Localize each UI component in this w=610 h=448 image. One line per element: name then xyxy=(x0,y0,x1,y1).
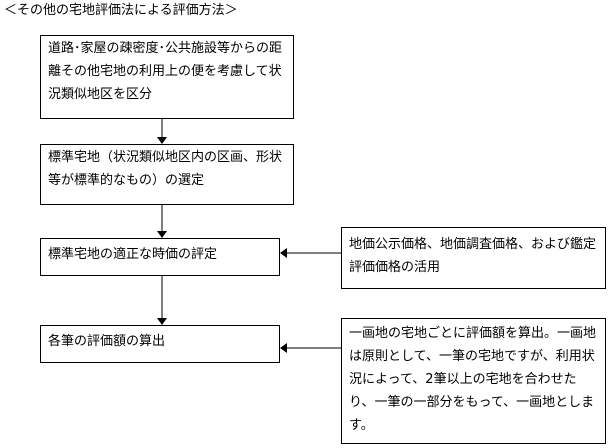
arrowhead-step4 xyxy=(157,318,167,325)
arrowhead-step3 xyxy=(157,231,167,238)
step-4-text: 各筆の評価額の算出 xyxy=(48,334,166,349)
note-2-text: 一画地の宅地ごとに評価額を算出。一画地は原則として、一筆の宅地ですが、利用状況に… xyxy=(349,326,597,433)
arrowhead-note1 xyxy=(280,248,287,258)
step-box-3-fair-price-assessment: 標準宅地の適正な時価の評定 xyxy=(40,238,280,276)
arrowhead-step2 xyxy=(157,137,167,144)
step-2-text: 標準宅地（状況類似地区内の区画、形状等が標準的なもの）の選定 xyxy=(48,150,283,188)
note-1-text: 地価公示価格、地価調査価格、および鑑定評価価格の活用 xyxy=(349,237,597,275)
diagram-title: ＜その他の宅地評価法による評価方法＞ xyxy=(4,3,238,18)
step-box-1-district-division: 道路･家屋の疎密度･公共施設等からの距離その他宅地の利用上の便を考慮して状況類似… xyxy=(40,35,294,119)
note-box-appraisal-prices: 地価公示価格、地価調査価格、および鑑定評価価格の活用 xyxy=(341,227,606,289)
step-box-4-parcel-valuation: 各筆の評価額の算出 xyxy=(40,325,280,363)
step-3-text: 標準宅地の適正な時価の評定 xyxy=(48,247,218,262)
arrowhead-note2 xyxy=(280,343,287,353)
step-1-text: 道路･家屋の疎密度･公共施設等からの距離その他宅地の利用上の便を考慮して状況類似… xyxy=(48,41,283,102)
note-box-lot-definition: 一画地の宅地ごとに評価額を算出。一画地は原則として、一筆の宅地ですが、利用状況に… xyxy=(341,318,606,444)
step-box-2-standard-lot-selection: 標準宅地（状況類似地区内の区画、形状等が標準的なもの）の選定 xyxy=(40,144,294,205)
